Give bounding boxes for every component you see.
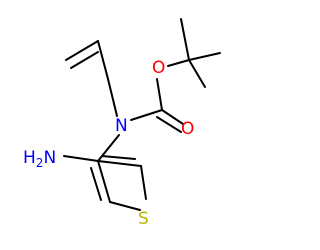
n-carbonyl-bond [130, 109, 163, 121]
oxygen-ester-label: O [152, 58, 165, 78]
sulfur-label: S [138, 209, 149, 229]
ring-bond-c5-c4-outer [97, 160, 142, 167]
ring-bond-c3-c2-outer [97, 160, 111, 203]
carbonyl-ester-bond [156, 78, 163, 111]
structure-canvas: O O N H2N S [23, 18, 221, 229]
allyl-double-bond-inner [70, 51, 99, 69]
molecule-diagram: O O N H2N S [23, 18, 221, 229]
amine-n-text: N [43, 148, 56, 168]
carbonyl-double-bond-1 [161, 109, 184, 125]
ring-bond-c3-c2-inner [90, 167, 102, 201]
allyl-double-bond-outer [65, 40, 99, 61]
oxygen-carbonyl-label: O [181, 119, 194, 139]
allyl-single-bond-1 [97, 40, 109, 80]
amine-h-label: H2N [23, 148, 56, 170]
carbonyl-double-bond-2 [156, 116, 182, 133]
amine-ring-bond [63, 155, 99, 162]
tertbutyl-methyl-right [188, 52, 221, 61]
nitrogen-amide-label: N [115, 116, 128, 136]
allyl-single-bond-2 [107, 78, 118, 117]
ring-bond-c2-s [109, 201, 141, 211]
ring-bond-s-c5 [140, 165, 147, 200]
tertbutyl-methyl-bottom [188, 59, 206, 88]
amine-h-text: H [23, 148, 36, 168]
ring-bond-c5-c4-inner [101, 155, 136, 160]
ester-tertbutyl-bond [167, 59, 190, 67]
amine-subscript: 2 [36, 156, 44, 170]
tertbutyl-methyl-top [180, 18, 190, 61]
